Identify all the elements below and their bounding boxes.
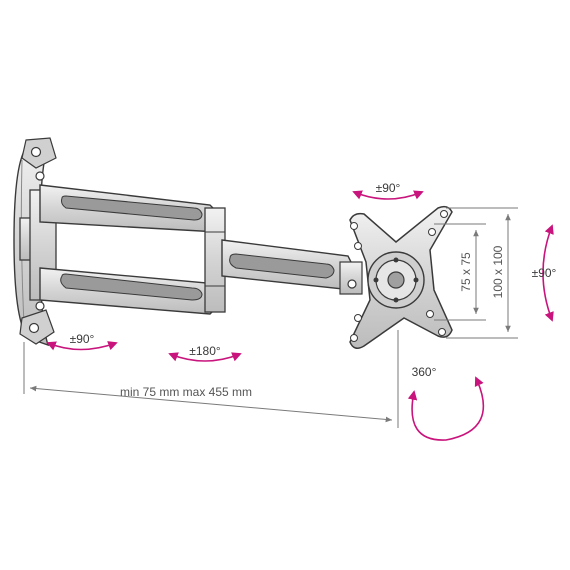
curved-double-arrow-icon [168,352,242,362]
wall-rotation-label: ±90° [70,332,95,346]
head-tilt-indicator: ±90° [532,224,557,322]
head-rotation-label: 360° [412,365,437,379]
middle-hinge [204,207,226,313]
curved-double-arrow-icon [46,341,118,351]
vesa-large-label: 100 x 100 [491,245,505,298]
head-tilt-label: ±90° [532,266,557,280]
curved-double-arrow-icon [352,190,424,200]
upper-arm [39,184,221,233]
curved-double-arrow-icon [407,376,485,441]
vesa-dimension-lines [434,207,518,339]
vesa-plate [349,205,453,349]
second-arm [221,239,363,295]
lower-arm [39,267,219,315]
head-swivel-indicator: ±90° [352,181,424,200]
wall-rotation-indicator: ±90° [46,332,118,351]
arm-rotation-label: ±180° [189,344,221,358]
head-rotation-indicator: 360° [407,365,485,441]
arm-rotation-indicator: ±180° [168,344,242,362]
head-swivel-label: ±90° [376,181,401,195]
extension-label: min 75 mm max 455 mm [120,385,252,399]
extension-dimension [23,330,399,428]
vesa-small-label: 75 x 75 [459,252,473,292]
curved-double-arrow-icon [542,224,554,322]
